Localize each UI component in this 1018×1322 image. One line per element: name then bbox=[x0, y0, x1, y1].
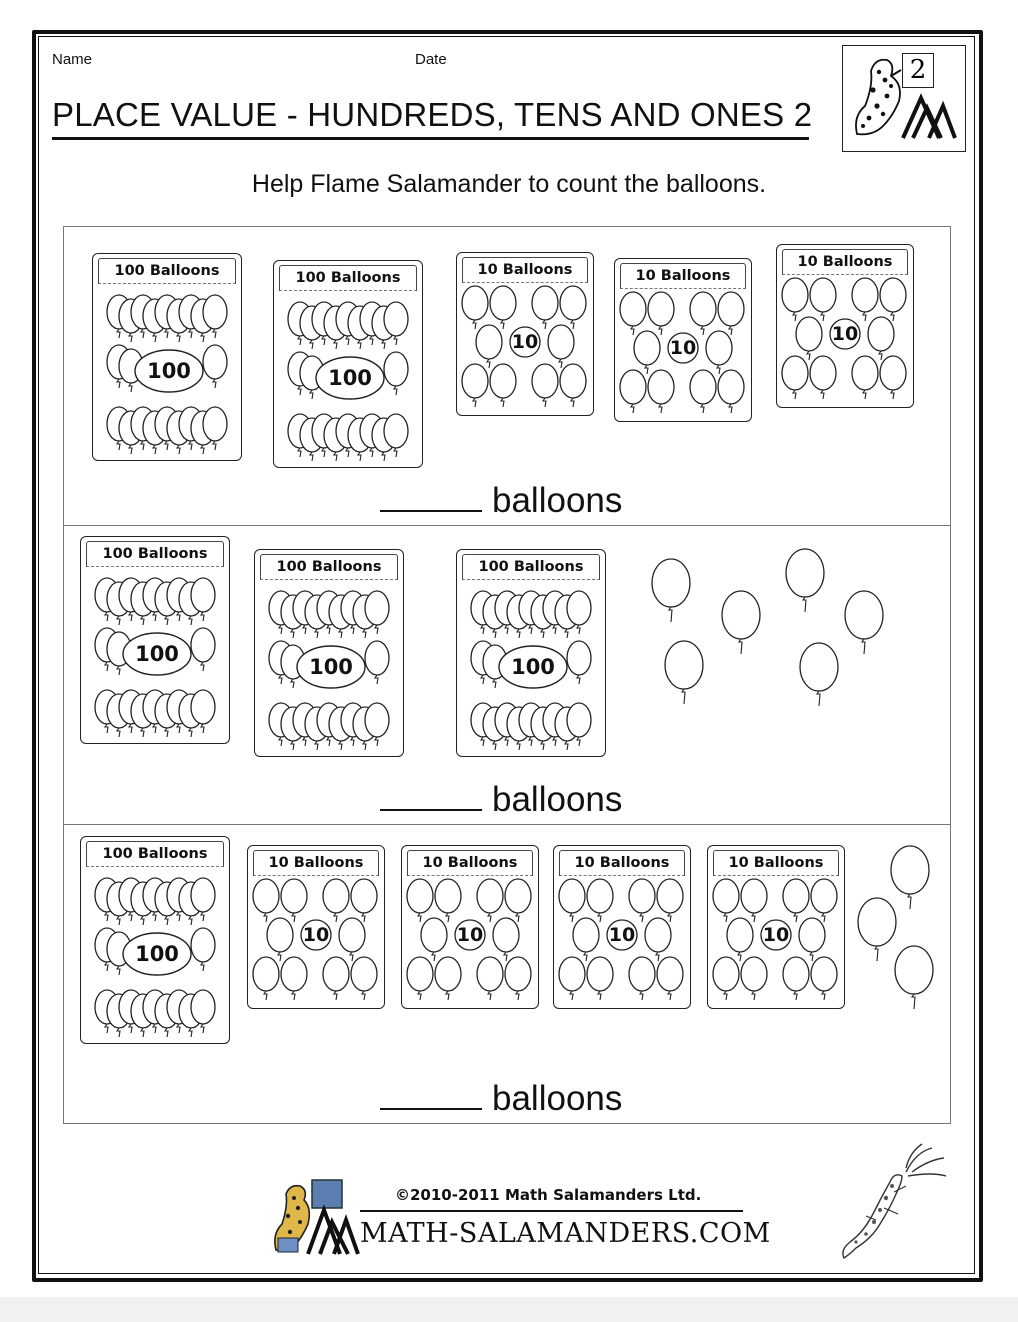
flame-salamander-icon bbox=[836, 1142, 952, 1262]
sections-frame bbox=[63, 226, 951, 1124]
sheet-number-badge: 2 bbox=[902, 53, 934, 88]
card-label: 100 Balloons bbox=[260, 554, 398, 580]
hundred-balloon-card: 100 Balloons 100 bbox=[92, 253, 242, 461]
hundred-balloon-card: 100 Balloons 100 bbox=[273, 260, 423, 468]
hundred-balloon-card: 100 Balloons 100 bbox=[456, 549, 606, 757]
hundred-balloon-card: 100 Balloons 100 bbox=[80, 836, 230, 1044]
answer-word: balloons bbox=[492, 1079, 623, 1118]
answer-blank[interactable] bbox=[380, 779, 482, 811]
balloon-icon bbox=[798, 641, 844, 716]
balloon-icon bbox=[893, 944, 939, 1019]
card-value: 10 bbox=[762, 924, 790, 946]
copyright-text: ©2010-2011 Math Salamanders Ltd. bbox=[395, 1186, 702, 1204]
ten-balloon-card: 10 Balloons 10 bbox=[247, 845, 385, 1009]
card-label: 100 Balloons bbox=[86, 541, 224, 567]
answer-word: balloons bbox=[492, 780, 623, 819]
ten-balloon-card: 10 Balloons 10 bbox=[614, 258, 752, 422]
ten-balloon-card: 10 Balloons 10 bbox=[776, 244, 914, 408]
ten-balloon-card: 10 Balloons 10 bbox=[553, 845, 691, 1009]
card-label: 100 Balloons bbox=[462, 554, 600, 580]
card-value: 100 bbox=[309, 655, 353, 679]
answer-line: balloons bbox=[380, 1078, 680, 1119]
card-label: 100 Balloons bbox=[279, 265, 417, 291]
balloon-icon bbox=[784, 547, 830, 622]
section-divider bbox=[63, 824, 950, 825]
date-label: Date bbox=[415, 51, 447, 68]
balloon-icon bbox=[856, 896, 902, 971]
ten-balloon-card: 10 Balloons 10 bbox=[456, 252, 594, 416]
card-label: 10 Balloons bbox=[782, 249, 908, 275]
card-label: 10 Balloons bbox=[559, 850, 685, 876]
card-label: 100 Balloons bbox=[98, 258, 236, 284]
card-value: 100 bbox=[147, 359, 191, 383]
card-label: 10 Balloons bbox=[620, 263, 746, 289]
answer-line: balloons bbox=[380, 779, 680, 820]
worksheet-inner-border bbox=[38, 36, 975, 1274]
balloon-icon bbox=[720, 589, 766, 664]
balloon-icon bbox=[650, 557, 696, 632]
balloon-icon bbox=[843, 589, 889, 664]
ten-balloon-card: 10 Balloons 10 bbox=[401, 845, 539, 1009]
hundred-balloon-card: 100 Balloons 100 bbox=[80, 536, 230, 744]
name-label: Name bbox=[52, 51, 93, 68]
card-label: 10 Balloons bbox=[462, 257, 588, 283]
card-label: 10 Balloons bbox=[407, 850, 533, 876]
card-value: 10 bbox=[608, 924, 636, 946]
card-value: 100 bbox=[135, 942, 179, 966]
card-value: 100 bbox=[328, 366, 372, 390]
salamander-mascot-icon bbox=[268, 1176, 360, 1258]
card-label: 10 Balloons bbox=[713, 850, 839, 876]
card-value: 10 bbox=[302, 924, 330, 946]
title-underline bbox=[52, 137, 809, 140]
instructions: Help Flame Salamander to count the ballo… bbox=[251, 170, 767, 198]
footer-rule bbox=[360, 1210, 743, 1212]
card-value: 10 bbox=[511, 331, 539, 353]
answer-word: balloons bbox=[492, 481, 623, 520]
card-value: 100 bbox=[135, 642, 179, 666]
hundred-balloon-card: 100 Balloons 100 bbox=[254, 549, 404, 757]
answer-blank[interactable] bbox=[380, 480, 482, 512]
page-background-band bbox=[0, 1297, 1018, 1322]
section-divider bbox=[63, 525, 950, 526]
salamander-teacher-icon bbox=[842, 45, 966, 152]
balloon-icon bbox=[889, 844, 935, 919]
card-value: 10 bbox=[831, 323, 859, 345]
card-value: 10 bbox=[456, 924, 484, 946]
worksheet-border bbox=[32, 30, 983, 1282]
site-name: MATH-SALAMANDERS.COM bbox=[360, 1218, 771, 1249]
balloon-icon bbox=[663, 639, 709, 714]
answer-blank[interactable] bbox=[380, 1078, 482, 1110]
card-label: 100 Balloons bbox=[86, 841, 224, 867]
ten-balloon-card: 10 Balloons 10 bbox=[707, 845, 845, 1009]
answer-line: balloons bbox=[380, 480, 680, 521]
card-value: 100 bbox=[511, 655, 555, 679]
card-value: 10 bbox=[669, 337, 697, 359]
worksheet-title: PLACE VALUE - HUNDREDS, TENS AND ONES 2 bbox=[52, 96, 813, 133]
card-label: 10 Balloons bbox=[253, 850, 379, 876]
